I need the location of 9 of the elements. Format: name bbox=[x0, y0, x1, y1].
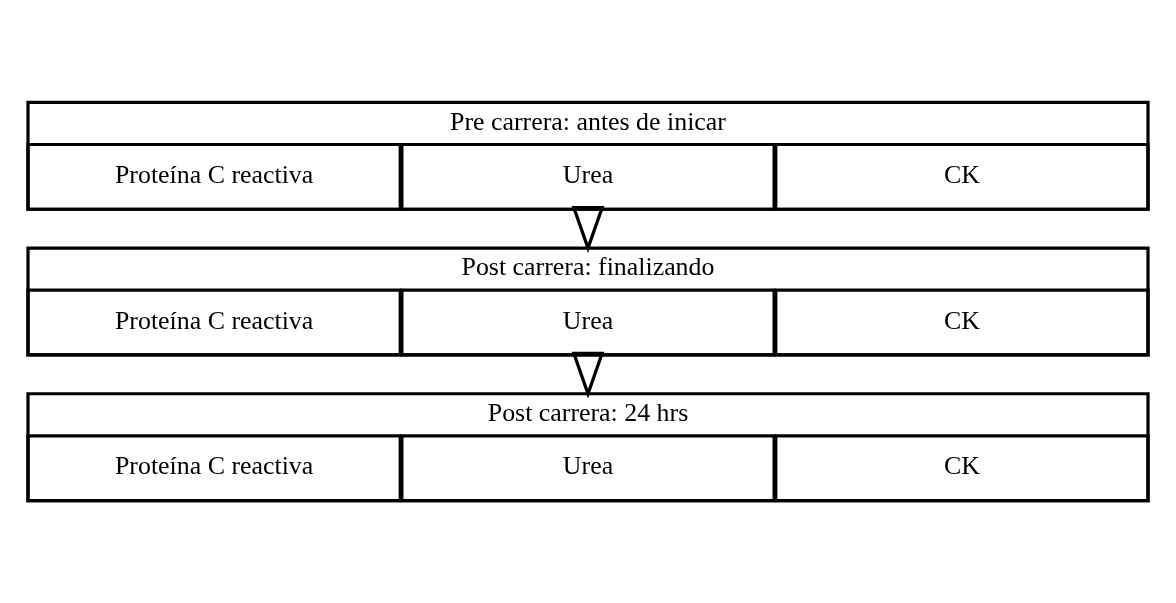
node-box: Proteína C reactiva bbox=[26, 434, 402, 503]
node-box: CK bbox=[774, 142, 1150, 211]
node-box: CK bbox=[774, 434, 1150, 503]
node-box: CK bbox=[774, 288, 1150, 357]
node-box: Proteína C reactiva bbox=[26, 288, 402, 357]
node-box: Urea bbox=[400, 434, 776, 503]
node-box: Proteína C reactiva bbox=[26, 142, 402, 211]
arrow bbox=[571, 206, 605, 253]
arrow bbox=[571, 351, 605, 399]
